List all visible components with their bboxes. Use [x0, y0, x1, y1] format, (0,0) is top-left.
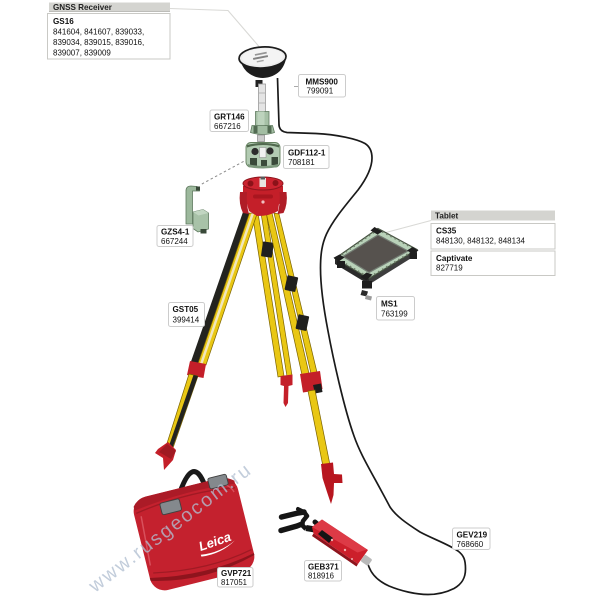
svg-text:GS16: GS16 [53, 17, 74, 26]
svg-text:841604, 841607, 839033,: 841604, 841607, 839033, [53, 28, 144, 37]
svg-text:667216: 667216 [214, 122, 241, 131]
svg-text:MMS900: MMS900 [306, 78, 339, 87]
svg-text:667244: 667244 [161, 237, 188, 246]
svg-text:GVP721: GVP721 [221, 569, 252, 578]
svg-text:799091: 799091 [307, 87, 334, 96]
svg-text:839007, 839009: 839007, 839009 [53, 49, 111, 58]
svg-text:763199: 763199 [381, 310, 408, 319]
svg-text:Captivate: Captivate [436, 254, 473, 263]
svg-text:848130, 848132, 848134: 848130, 848132, 848134 [436, 237, 526, 246]
svg-text:GEB371: GEB371 [308, 563, 339, 572]
svg-text:399414: 399414 [173, 316, 200, 325]
svg-text:MS1: MS1 [381, 300, 398, 309]
svg-text:GEV219: GEV219 [457, 531, 488, 540]
svg-text:818916: 818916 [308, 572, 334, 581]
svg-text:GRT146: GRT146 [214, 113, 245, 122]
svg-text:CS35: CS35 [436, 227, 457, 236]
svg-text:708181: 708181 [288, 158, 315, 167]
svg-text:817051: 817051 [221, 578, 247, 587]
svg-text:GDF112-1: GDF112-1 [288, 149, 326, 158]
svg-text:839034, 839015, 839016,: 839034, 839015, 839016, [53, 38, 144, 47]
svg-text:768660: 768660 [457, 540, 484, 549]
svg-text:GZS4-1: GZS4-1 [161, 228, 190, 237]
svg-text:GNSS Receiver: GNSS Receiver [53, 3, 113, 12]
svg-text:Tablet: Tablet [435, 212, 459, 221]
svg-text:GST05: GST05 [173, 305, 199, 314]
svg-text:827719: 827719 [436, 264, 463, 273]
